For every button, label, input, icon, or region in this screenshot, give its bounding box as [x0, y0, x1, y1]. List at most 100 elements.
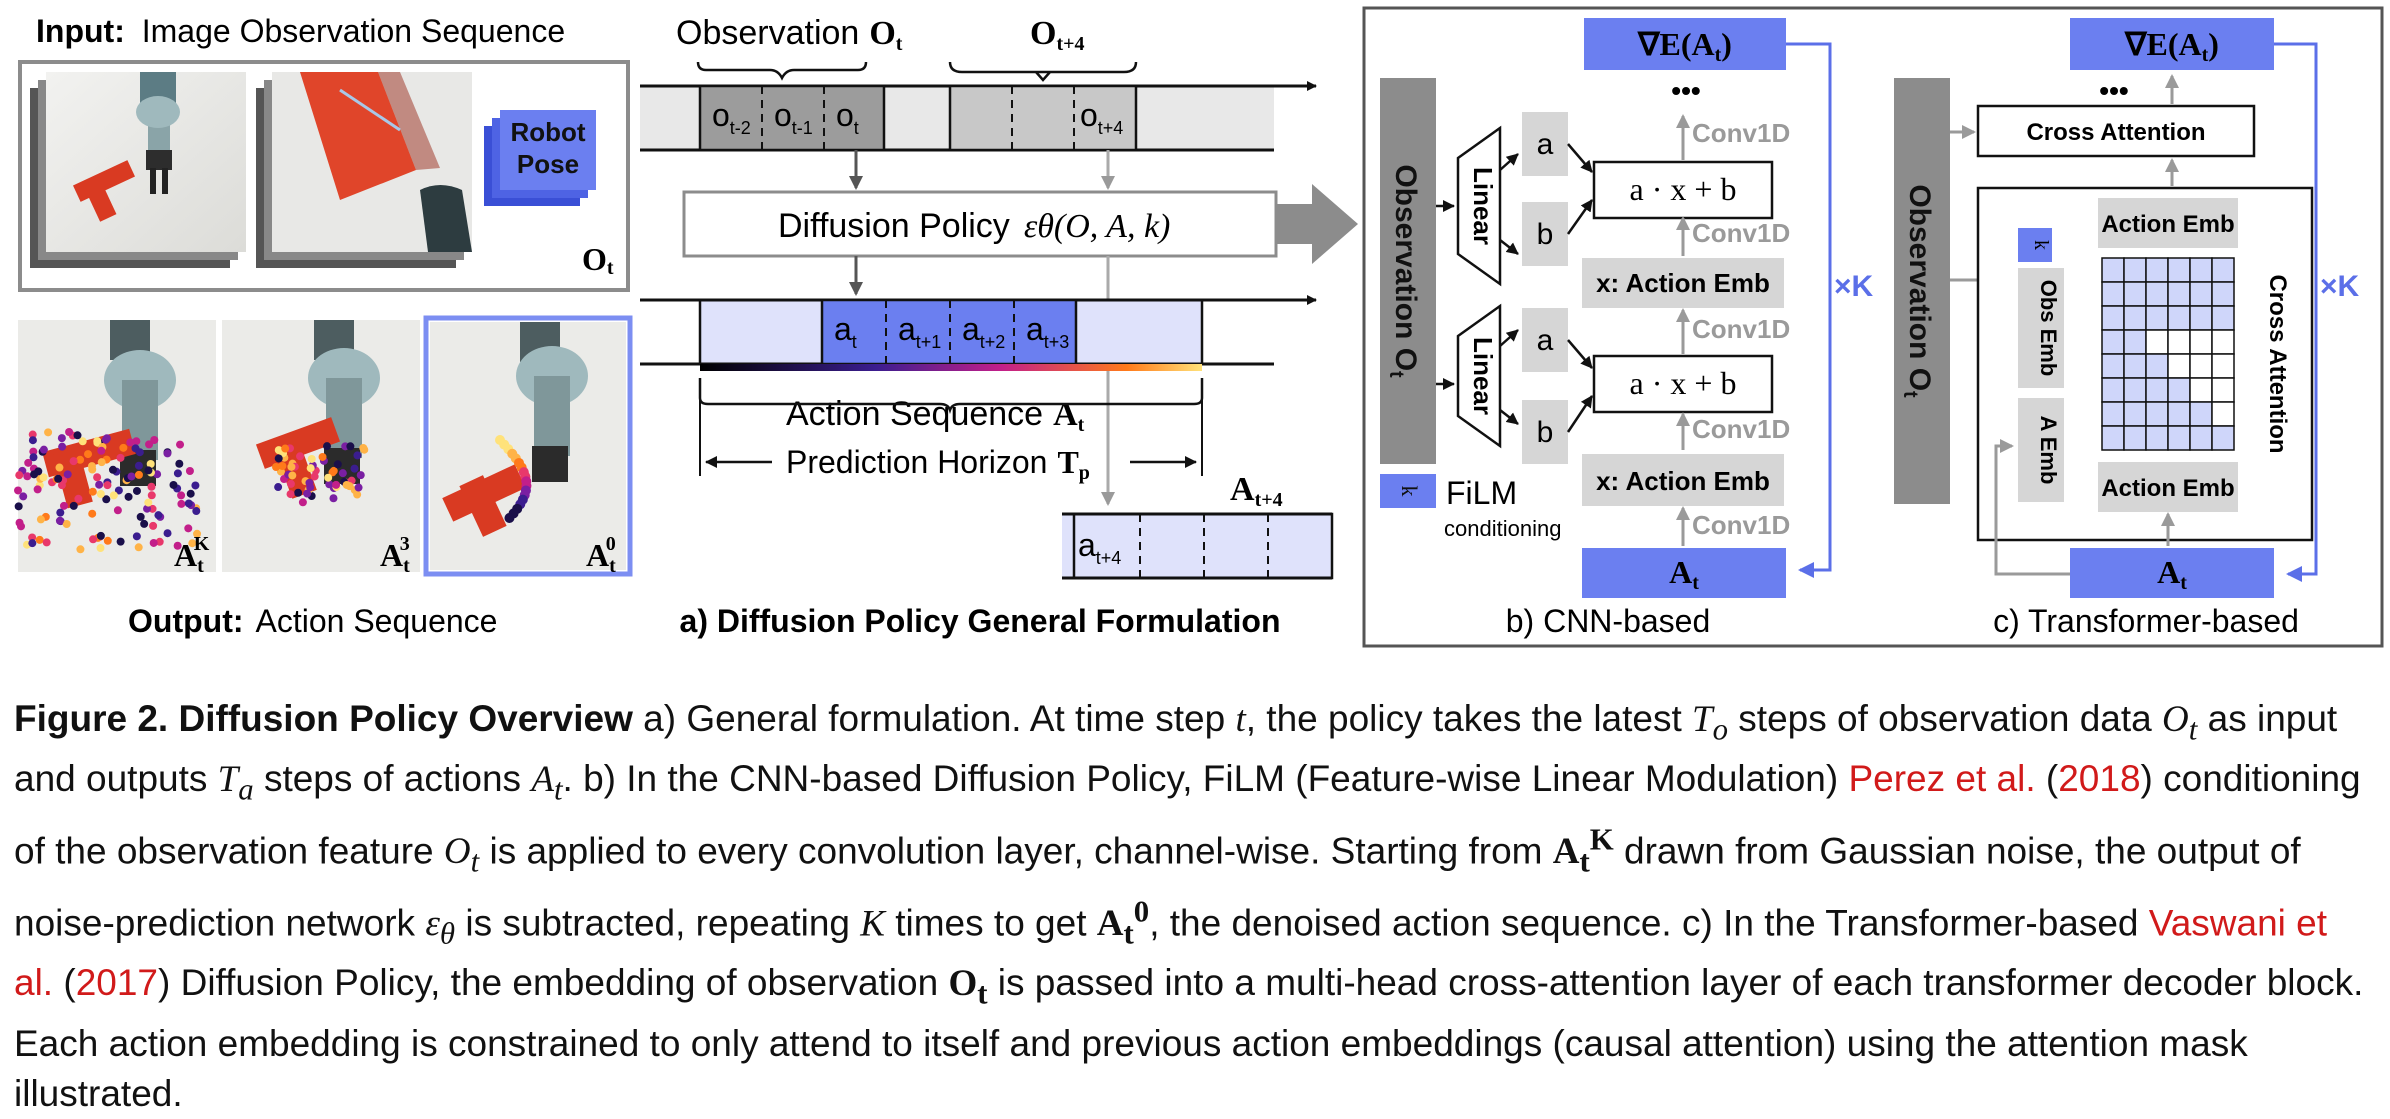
- panel-a-title: a) Diffusion Policy General Formulation: [680, 603, 1281, 639]
- mask-cell: [2211, 425, 2235, 451]
- trajectory-dot: [19, 492, 28, 501]
- trajectory-dot: [57, 434, 66, 443]
- trajectory-dot: [88, 465, 97, 474]
- trajectory-dot: [108, 465, 117, 474]
- b-b-top: [1522, 202, 1568, 266]
- caption-heading: Diffusion Policy Overview: [178, 698, 633, 739]
- trajectory-dot: [59, 501, 68, 510]
- trajectory-dot: [58, 442, 67, 451]
- trajectory-dot: [24, 458, 33, 467]
- trajectory-dot: [350, 464, 359, 473]
- trajectory-dot: [132, 437, 141, 446]
- figure-caption: Figure 2. Diffusion Policy Overview a) G…: [14, 698, 2364, 1114]
- trajectory-dot: [88, 487, 97, 496]
- trajectory-dot: [186, 489, 195, 498]
- trajectory-dot: [124, 492, 133, 501]
- trajectory-dot: [310, 472, 319, 481]
- trajectory-dot: [175, 459, 184, 468]
- trajectory-dot: [39, 445, 48, 454]
- mask-cell: [2167, 401, 2191, 427]
- mask-cell: [2167, 305, 2191, 331]
- mask-cell: [2211, 401, 2235, 427]
- b-dots: •••: [1671, 75, 1700, 106]
- c-action-emb-bottom: [2098, 462, 2238, 512]
- trajectory-dot: [272, 463, 281, 472]
- c-obs-emb: [2018, 268, 2064, 388]
- policy-big-arrow: [1276, 184, 1358, 264]
- trajectory-dot: [163, 449, 172, 458]
- trajectory-dot: [96, 544, 105, 553]
- trajectory-dot: [177, 491, 186, 500]
- mask-cell: [2101, 353, 2125, 379]
- trajectory-dot: [153, 470, 162, 479]
- trajectory-dot: [88, 509, 97, 518]
- future-obs-label: Ot+4: [1030, 15, 1085, 55]
- mask-cell: [2189, 329, 2213, 355]
- trajectory-dot: [96, 531, 105, 540]
- noise-image-0: [423, 315, 633, 577]
- trajectory-dot: [36, 515, 45, 524]
- c-grad-label: ∇E(At): [2124, 26, 2219, 66]
- trajectory-dot: [34, 467, 43, 476]
- b-b-bottom: [1522, 400, 1568, 464]
- trajectory-dot: [132, 532, 141, 541]
- trajectory-dot: [95, 480, 104, 489]
- trajectory-dot: [74, 494, 83, 503]
- mask-cell: [2211, 281, 2235, 307]
- mask-cell: [2101, 329, 2125, 355]
- mask-cell: [2145, 425, 2169, 451]
- mask-cell: [2211, 257, 2235, 283]
- c-cross-attention-box: [1976, 104, 2256, 158]
- trajectory-dot: [155, 537, 164, 546]
- c-observation-bar: [1894, 78, 1950, 504]
- trajectory-dot: [69, 501, 78, 510]
- trajectory-dot: [149, 538, 158, 547]
- noise-label-0: At0: [586, 533, 616, 577]
- trajectory-dot: [191, 481, 200, 490]
- mask-cell: [2145, 281, 2169, 307]
- trajectory-dot: [345, 482, 354, 491]
- trajectory-dot: [303, 489, 312, 498]
- c-at-feedback: [1994, 439, 2070, 576]
- noise-label-3: At3: [380, 533, 410, 577]
- mask-cell: [2123, 281, 2147, 307]
- c-loop-arrow: [2274, 42, 2318, 582]
- trajectory-dot: [354, 483, 363, 492]
- b-conv-2: Conv1D: [1692, 218, 1790, 248]
- ref-vaswani[interactable]: Vaswani et al.: [14, 901, 2328, 1004]
- mask-cell: [2145, 257, 2169, 283]
- noise-dots-3: [272, 442, 369, 507]
- mask-cell: [2167, 425, 2191, 451]
- noise-dots-k: [14, 428, 202, 554]
- trajectory-dot: [154, 511, 163, 520]
- trajectory-dot: [76, 545, 85, 554]
- action-brace: [698, 378, 1204, 414]
- b-a-top-label: a: [1537, 128, 1554, 161]
- trajectory-dot: [146, 460, 155, 469]
- trajectory-dot: [96, 489, 105, 498]
- b-loop-arrow: [1786, 42, 1832, 578]
- panel-bc-frame: [1362, 6, 2384, 648]
- trajectory-dot: [97, 446, 106, 455]
- trajectory-dot: [356, 471, 365, 480]
- trajectory-dot: [145, 440, 154, 449]
- trajectory-dot: [286, 479, 295, 488]
- b-linear-top: [1456, 125, 1502, 287]
- trajectory-dot: [188, 539, 197, 548]
- trajectory-dot: [33, 485, 42, 494]
- output-label: Output:Action Sequence: [128, 603, 497, 639]
- mask-cell: [2211, 329, 2235, 355]
- mask-cell: [2145, 377, 2169, 403]
- trajectory-dot: [329, 466, 338, 475]
- b-film-label: FiLM: [1446, 475, 1517, 511]
- camera-view-2: [272, 72, 472, 252]
- trajectory-dot: [28, 539, 37, 548]
- trajectory-dot: [103, 536, 112, 545]
- c-a-emb-label: A Emb: [2036, 416, 2061, 485]
- ref-perez-year[interactable]: 2018: [2058, 758, 2141, 800]
- trajectory-dot: [28, 533, 37, 542]
- trajectory-dot: [324, 473, 333, 482]
- ref-vaswani-year[interactable]: 2017: [75, 962, 158, 1004]
- ref-perez[interactable]: Perez et al.: [1848, 758, 2036, 800]
